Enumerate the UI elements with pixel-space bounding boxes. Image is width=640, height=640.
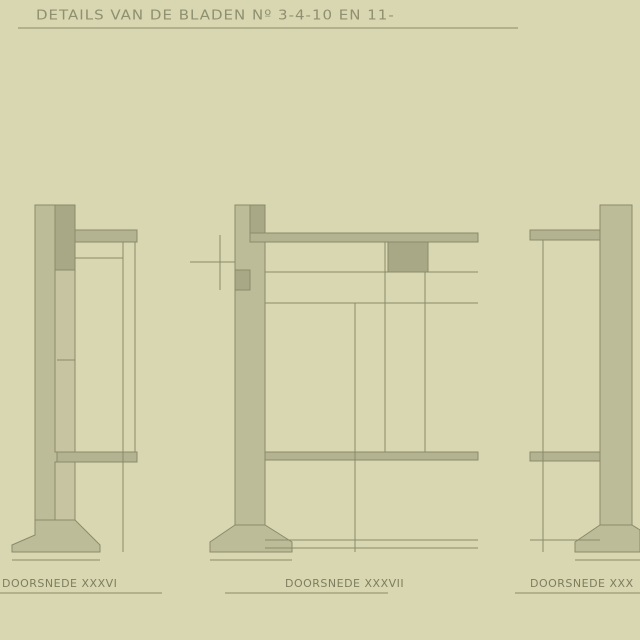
- section-xxxvii: [190, 204, 479, 561]
- section-xxxvi: [11, 204, 138, 561]
- section-label-xxxvii: DOORSNEDE XXXVII: [285, 577, 405, 590]
- section-label-xxx: DOORSNEDE XXX: [530, 577, 634, 590]
- sheet-title: DETAILS VAN DE BLADEN Nº 3-4-10 EN 11-: [36, 6, 395, 24]
- section-xxx: [529, 204, 640, 561]
- section-label-xxxvi: DOORSNEDE XXXVI: [2, 577, 118, 590]
